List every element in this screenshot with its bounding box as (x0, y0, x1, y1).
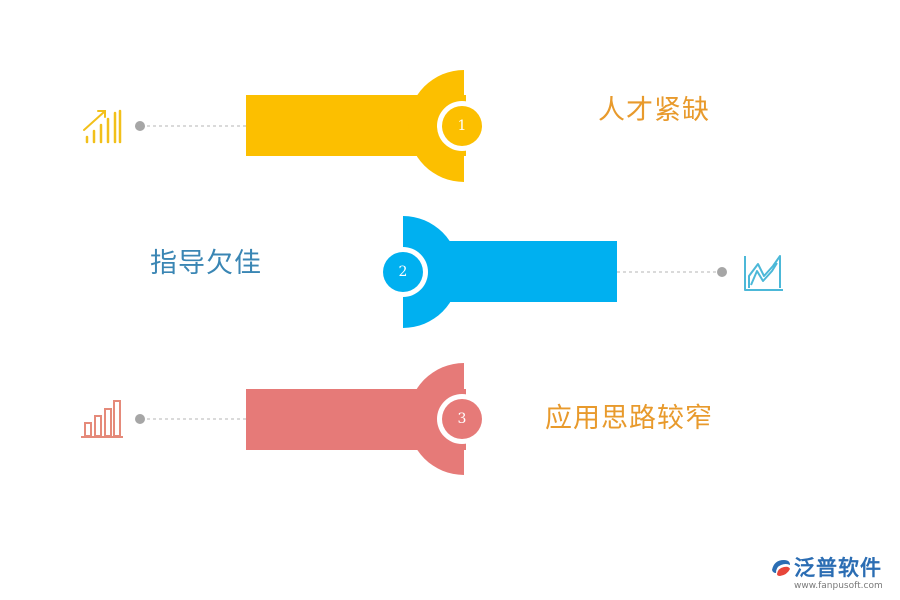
signal-bars-icon (83, 109, 122, 144)
item-1-dot (135, 121, 145, 131)
item-2-dot (717, 267, 727, 277)
item-1-label: 人才紧缺 (598, 95, 710, 126)
brand-logo: 泛普软件 www.fanpusoft.com (768, 552, 883, 591)
item-2-badge (383, 252, 423, 292)
item-3-number: 3 (457, 411, 467, 427)
logo-name: 泛普软件 (794, 556, 882, 580)
item-3-shape (135, 363, 487, 475)
item-2-label: 指导欠佳 (150, 248, 262, 279)
item-2-half-disc (403, 216, 459, 328)
item-2-shape (378, 216, 727, 328)
item-3-half-disc (408, 363, 464, 475)
item-1-half-disc (408, 70, 464, 182)
item-3-dot (135, 414, 145, 424)
item-3-label: 应用思路较窄 (545, 403, 713, 434)
item-1-badge (442, 106, 482, 146)
item-1-number: 1 (457, 118, 467, 134)
item-2-number: 2 (398, 264, 408, 280)
bar-chart-icon (81, 400, 123, 438)
area-chart-icon (744, 255, 783, 291)
logo-url: www.fanpusoft.com (794, 581, 883, 591)
item-3-badge (442, 399, 482, 439)
item-1-shape (135, 70, 487, 182)
fanpu-logo-icon (772, 560, 790, 576)
